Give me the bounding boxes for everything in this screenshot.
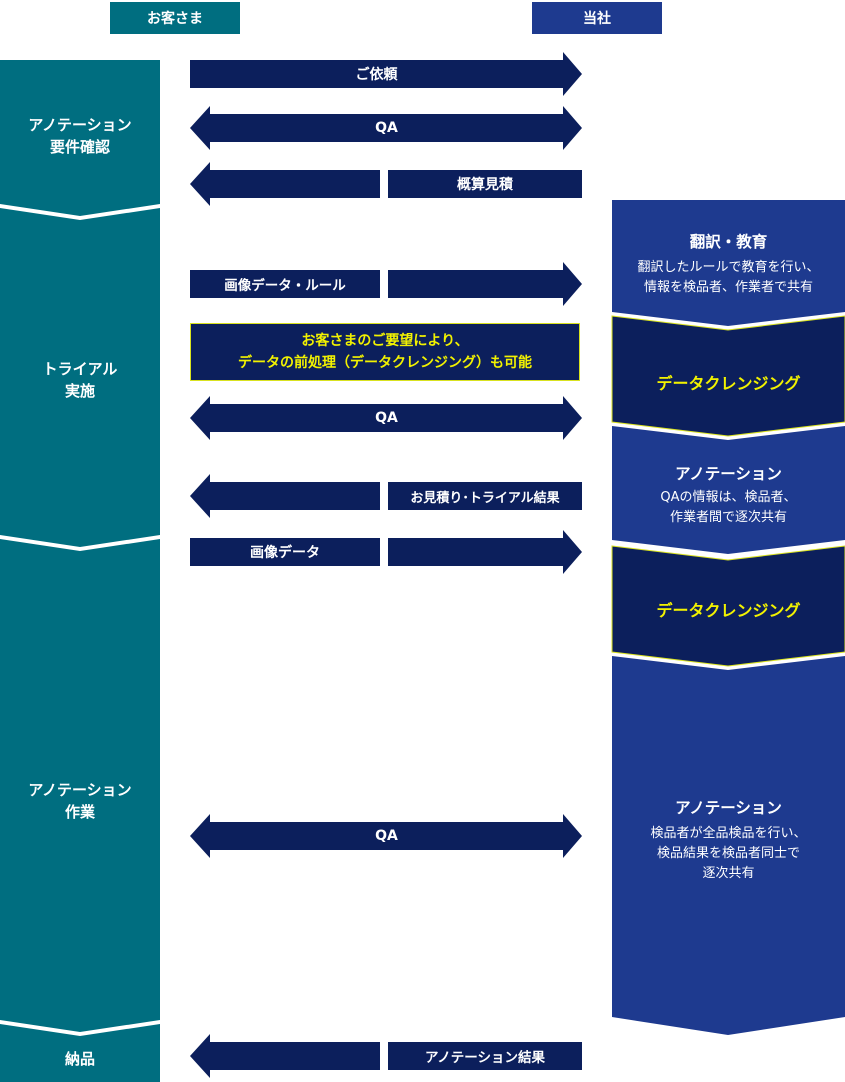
arrow-image-data-body <box>190 538 380 566</box>
arrow-trial-result-head <box>190 474 380 518</box>
annotation2-desc-line: 検品者が全品検品を行い、 <box>650 826 807 841</box>
customer-header: お客さま <box>110 2 240 34</box>
phase-label-line: トライアル <box>42 360 118 378</box>
arrow-delivery-body <box>388 1042 582 1070</box>
arrow-qa2-label: QA <box>375 410 398 426</box>
preprocess-note: お客さまのご要望により、 データの前処理（データクレンジング）も可能 <box>190 323 580 381</box>
phase-label-delivery: 納品 <box>0 1048 160 1070</box>
arrow-image-data-label: 画像データ <box>250 545 320 561</box>
phase-label-trial: トライアル 実施 <box>0 358 160 402</box>
arrow-qa3 <box>190 814 582 858</box>
phase-label-work: アノテーション 作業 <box>0 779 160 823</box>
phase-label-line: 実施 <box>64 382 95 400</box>
training-desc: 翻訳したルールで教育を行い、 情報を検品者、作業者で共有 <box>612 258 845 298</box>
customer-header-label: お客さま <box>147 11 203 27</box>
training-desc-line: 翻訳したルールで教育を行い、 <box>637 260 820 275</box>
company-header: 当社 <box>532 2 662 34</box>
annotation1-desc-line: 作業者間で逐次共有 <box>669 510 787 525</box>
cleansing1-title: データクレンジング <box>656 374 801 393</box>
arrow-request <box>190 52 582 96</box>
arrow-trial-result-label: お見積り･トライアル結果 <box>410 490 560 506</box>
arrow-trial-result-body <box>388 482 582 510</box>
phase-label-line: 作業 <box>64 803 95 821</box>
phase-requirements-shape <box>0 60 160 216</box>
annotation2-desc: 検品者が全品検品を行い、 検品結果を検品者同士で 逐次共有 <box>612 824 845 884</box>
step-cleansing1-shape <box>611 315 845 437</box>
phase-work-shape <box>0 539 160 1032</box>
arrow-qa1 <box>190 106 582 150</box>
preprocess-note-line: お客さまのご要望により、 <box>301 333 469 349</box>
annotation1-desc-line: QAの情報は、検品者、 <box>660 490 797 505</box>
arrow-delivery-label: アノテーション結果 <box>424 1050 545 1066</box>
annotation1-title: アノテーション <box>675 465 782 483</box>
arrow-image-rules-head <box>388 262 582 306</box>
arrow-request-label: ご依頼 <box>355 67 398 83</box>
training-desc-line: 情報を検品者、作業者で共有 <box>643 280 813 295</box>
arrow-qa3-label: QA <box>375 828 398 844</box>
arrow-qa2 <box>190 396 582 440</box>
annotation2-desc-line: 逐次共有 <box>702 866 755 881</box>
arrow-image-data-head <box>388 530 582 574</box>
training-title: 翻訳・教育 <box>689 233 768 251</box>
arrow-image-rules-label: 画像データ・ルール <box>224 278 346 294</box>
step-annotation1-shape <box>612 426 845 554</box>
company-header-label: 当社 <box>583 11 611 27</box>
phase-label-line: アノテーション <box>28 781 132 799</box>
arrow-delivery-head <box>190 1034 380 1078</box>
phase-delivery-shape <box>0 1024 160 1082</box>
step-training-shape <box>612 200 845 326</box>
arrow-estimate-body <box>388 170 582 198</box>
phase-label-line: 要件確認 <box>49 138 110 156</box>
annotation2-title: アノテーション <box>675 799 782 817</box>
phase-label-line: 納品 <box>64 1050 95 1068</box>
arrow-estimate-label: 概算見積 <box>457 177 513 193</box>
arrow-image-rules-body <box>190 270 380 298</box>
phase-label-line: アノテーション <box>28 116 132 134</box>
annotation2-desc-line: 検品結果を検品者同士で <box>656 846 800 861</box>
arrow-qa1-label: QA <box>375 120 398 136</box>
phase-trial-shape <box>0 208 160 547</box>
arrow-estimate-head <box>190 162 380 206</box>
preprocess-note-line: データの前処理（データクレンジング）も可能 <box>238 355 532 371</box>
annotation1-desc: QAの情報は、検品者、 作業者間で逐次共有 <box>612 488 845 528</box>
cleansing2-title: データクレンジング <box>656 601 801 620</box>
phase-label-requirements: アノテーション 要件確認 <box>0 114 160 158</box>
step-annotation2-shape <box>612 656 845 1035</box>
step-cleansing2-shape <box>611 545 845 667</box>
